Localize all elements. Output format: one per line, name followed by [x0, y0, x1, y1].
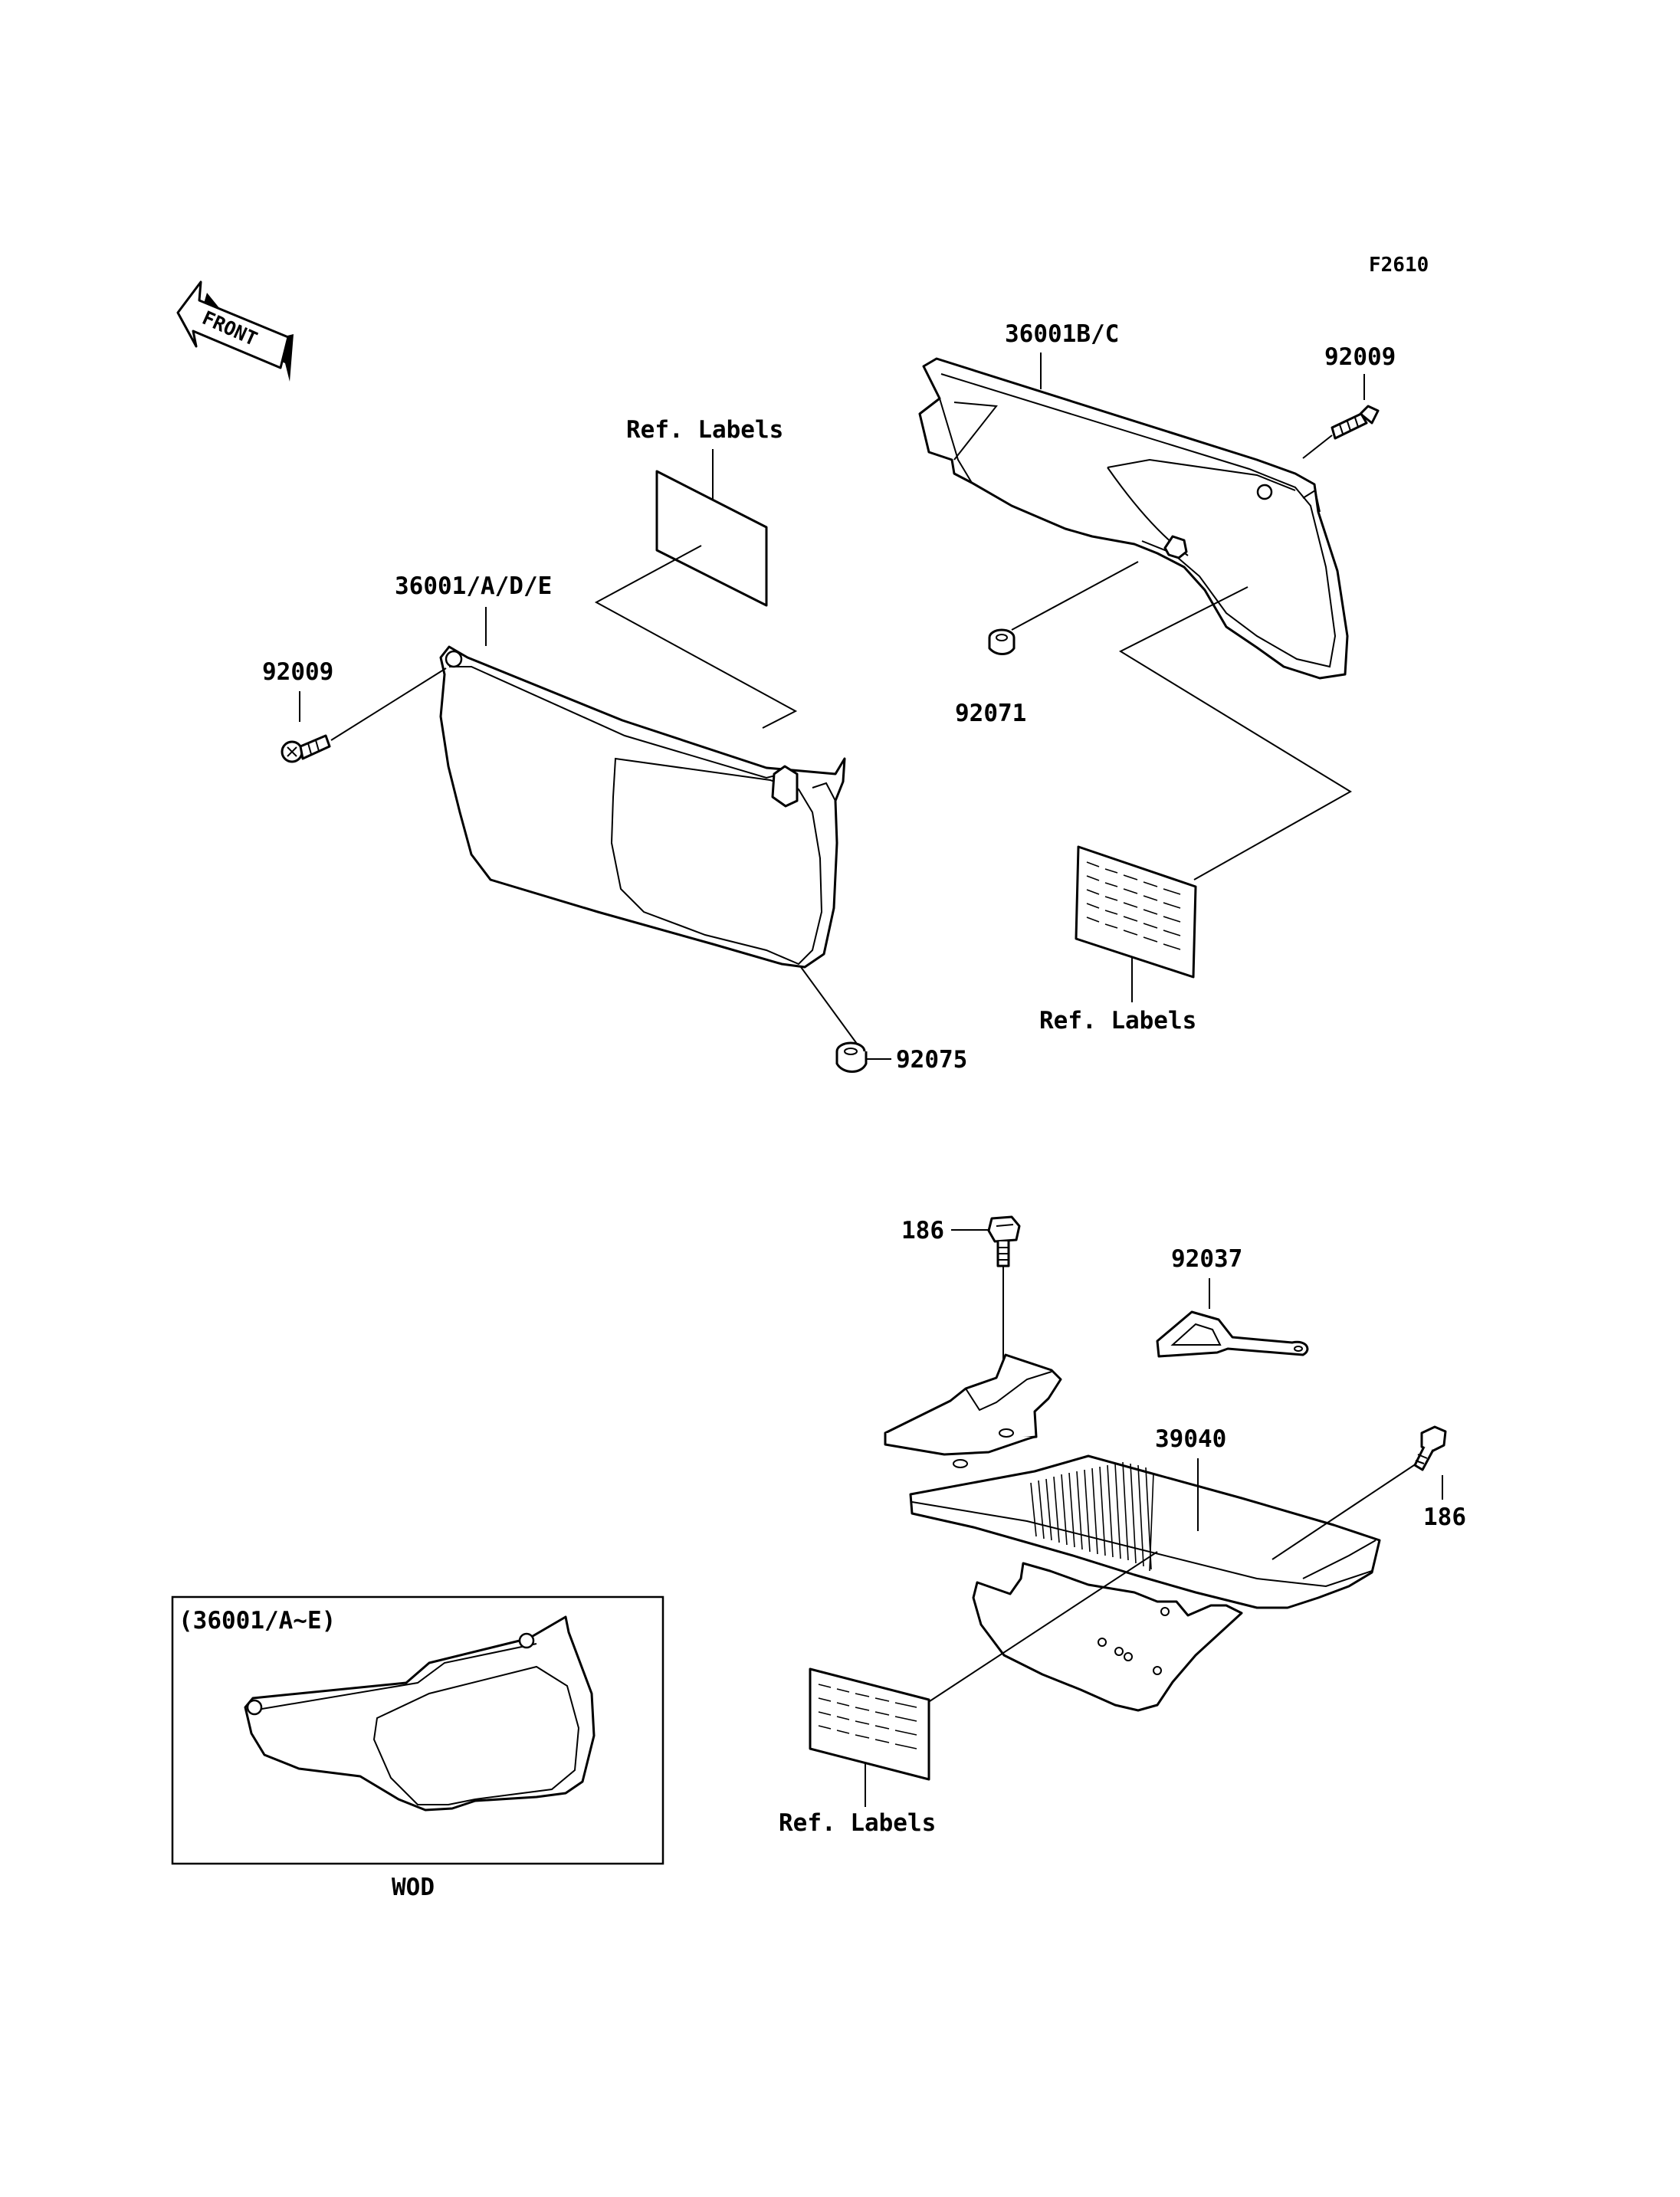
label-bolt-left: 92009: [262, 658, 333, 686]
ref-labels-right-sheet: [1075, 845, 1197, 979]
front-arrow-icon: FRONT: [176, 280, 294, 382]
label-cover-left: 36001/A/D/E: [395, 572, 552, 600]
label-ref-labels-bottom: Ref. Labels: [779, 1809, 936, 1837]
guard-39040: [884, 1353, 1381, 1712]
side-cover-left: [439, 645, 846, 969]
ref-labels-top-left-sheet: [655, 470, 768, 607]
label-grommet-left: 92075: [896, 1046, 967, 1074]
inset-caption: (36001/A~E): [179, 1607, 336, 1635]
bracket-92037: [1156, 1310, 1309, 1358]
inset-side-cover: [244, 1615, 596, 1812]
label-cover-right: 36001B/C: [1005, 320, 1119, 348]
ref-labels-bottom-sheet: [809, 1667, 930, 1781]
bolt-left-icon: [281, 734, 331, 763]
label-bracket: 92037: [1171, 1245, 1242, 1273]
label-ref-labels-top-left: Ref. Labels: [626, 416, 783, 444]
label-ref-labels-right: Ref. Labels: [1039, 1007, 1196, 1035]
label-bolt-upper: 186: [901, 1217, 944, 1244]
label-bolt-lower: 186: [1423, 1503, 1466, 1531]
figure-code: F2610: [1369, 254, 1429, 277]
label-bolt-right: 92009: [1324, 343, 1396, 371]
inset-box: [171, 1595, 664, 1865]
side-cover-right: [918, 357, 1349, 680]
label-grommet-right: 92071: [955, 700, 1026, 727]
inset-note: WOD: [392, 1874, 435, 1901]
bolt-upper-icon: [987, 1215, 1021, 1267]
grommet-right-icon: [988, 628, 1016, 655]
bolt-lower-icon: [1413, 1425, 1447, 1471]
label-guard: 39040: [1155, 1425, 1226, 1453]
grommet-left-icon: [835, 1041, 868, 1073]
bolt-right-icon: [1331, 405, 1380, 440]
